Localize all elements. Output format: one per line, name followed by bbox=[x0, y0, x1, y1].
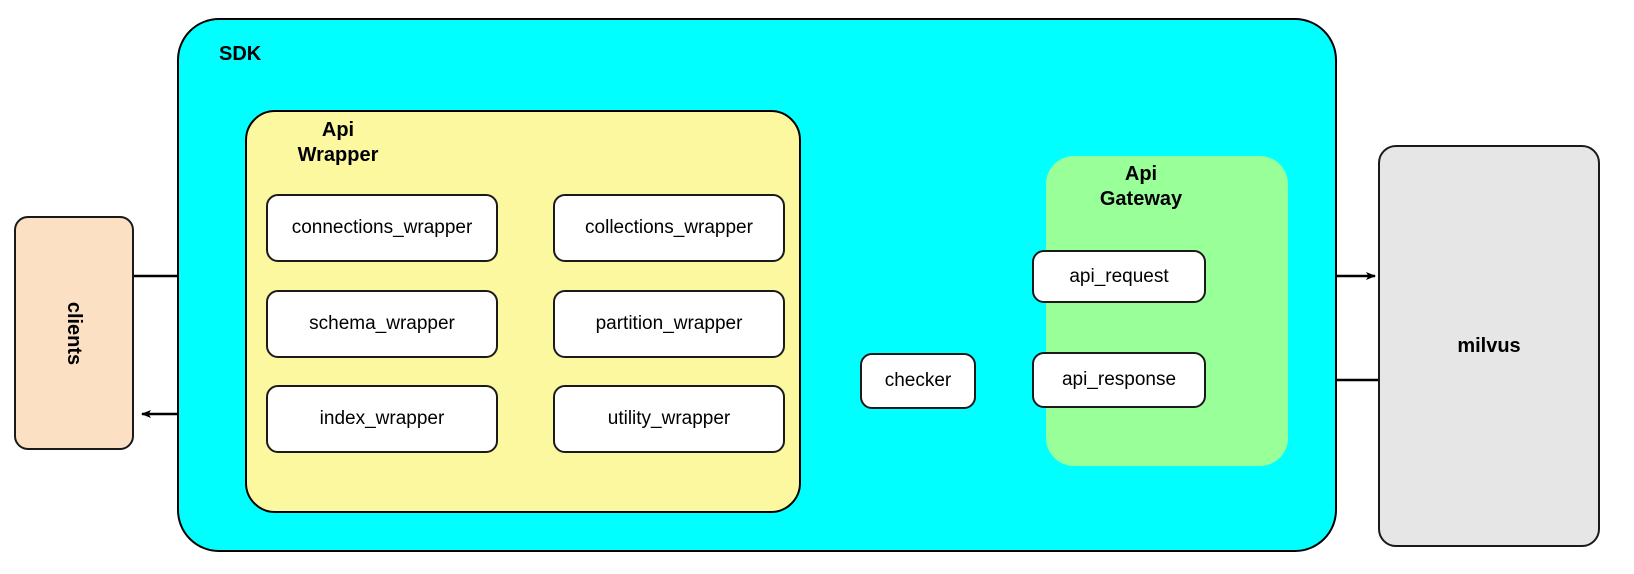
milvus-label: milvus bbox=[1457, 334, 1521, 357]
module-label: schema_wrapper bbox=[309, 313, 455, 334]
clients-label: clients bbox=[63, 301, 86, 365]
clients-box[interactable]: clients bbox=[14, 216, 134, 450]
module-label: connections_wrapper bbox=[291, 217, 473, 238]
module-label: partition_wrapper bbox=[595, 313, 743, 334]
module-label: collections_wrapper bbox=[585, 217, 753, 238]
module-index-wrapper[interactable]: index_wrapper bbox=[266, 385, 498, 453]
api-wrapper-title: Api Wrapper bbox=[297, 119, 379, 166]
module-connections-wrapper[interactable]: connections_wrapper bbox=[266, 194, 498, 262]
sdk-title: SDK bbox=[219, 43, 262, 65]
api-response-box[interactable]: api_response bbox=[1032, 352, 1206, 408]
checker-box[interactable]: checker bbox=[860, 353, 976, 409]
milvus-box[interactable]: milvus bbox=[1378, 145, 1600, 547]
api-gateway-title: Api Gateway bbox=[1099, 163, 1183, 210]
api-request-box[interactable]: api_request bbox=[1032, 250, 1206, 303]
api-request-label: api_request bbox=[1069, 265, 1169, 287]
api-response-label: api_response bbox=[1061, 369, 1177, 390]
module-utility-wrapper[interactable]: utility_wrapper bbox=[553, 385, 785, 453]
checker-label: checker bbox=[884, 370, 952, 391]
module-label: utility_wrapper bbox=[607, 408, 731, 429]
module-collections-wrapper[interactable]: collections_wrapper bbox=[553, 194, 785, 262]
module-label: index_wrapper bbox=[319, 408, 445, 429]
module-partition-wrapper[interactable]: partition_wrapper bbox=[553, 290, 785, 358]
api-gateway-container[interactable]: Api Gateway bbox=[1046, 156, 1288, 466]
module-schema-wrapper[interactable]: schema_wrapper bbox=[266, 290, 498, 358]
